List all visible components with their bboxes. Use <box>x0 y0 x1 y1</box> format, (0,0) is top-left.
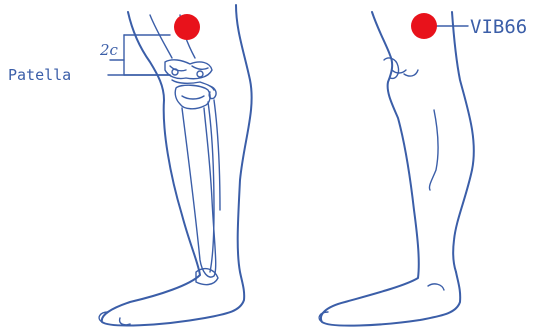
leg-outline-view <box>319 12 474 326</box>
patella-label: Patella <box>8 66 71 84</box>
measurement-label: 2c <box>99 41 119 59</box>
tibia-head <box>175 85 210 109</box>
acupoint-label: VIB66 <box>470 16 527 38</box>
knee-detail <box>384 58 418 78</box>
patella-annotation: Patella <box>8 66 170 84</box>
measurement-annotation: 2c <box>99 35 170 75</box>
tibia <box>182 108 216 277</box>
leg-skeleton-view <box>99 5 252 325</box>
leg-right-back-outline <box>452 12 474 272</box>
calf-contour <box>429 110 438 190</box>
leg-right-front-outline <box>321 12 460 326</box>
ankle-bump <box>428 284 444 290</box>
acupoint-marker-left <box>174 14 200 40</box>
acupoint-marker-right <box>411 13 437 39</box>
fibula <box>208 100 220 272</box>
